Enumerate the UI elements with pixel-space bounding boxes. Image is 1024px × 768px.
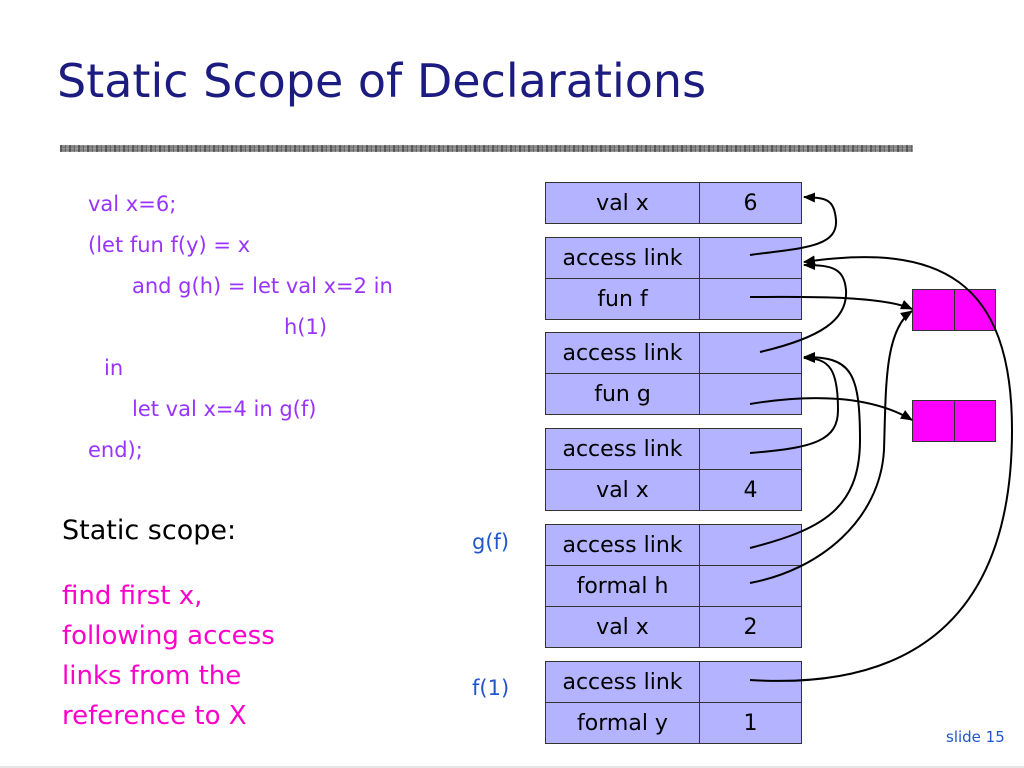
frame-cell-value: 2 bbox=[700, 607, 801, 647]
frame-row: val x 6 bbox=[546, 183, 801, 223]
frame-row: access link bbox=[546, 333, 801, 373]
frame-cell-value bbox=[700, 333, 801, 373]
code-line: let val x=4 in g(f) bbox=[132, 397, 317, 421]
frame-row: access link bbox=[546, 525, 801, 565]
frame-row: access link bbox=[546, 238, 801, 278]
frame-cell-value bbox=[700, 279, 801, 319]
frame-fun-f: access link fun f bbox=[545, 237, 802, 320]
frame-cell-name: val x bbox=[546, 607, 700, 647]
frame-cell-name: access link bbox=[546, 429, 700, 469]
frame-cell-value: 4 bbox=[700, 470, 801, 510]
frame-f-call: access link formal y 1 bbox=[545, 661, 802, 744]
frame-row: access link bbox=[546, 662, 801, 702]
frame-label-g-call: g(f) bbox=[472, 530, 510, 554]
code-line: end); bbox=[88, 438, 143, 462]
frame-cell-name: fun f bbox=[546, 279, 700, 319]
access-link-arrow bbox=[749, 353, 840, 454]
frame-cell-name: val x bbox=[546, 470, 700, 510]
note-line: reference to X bbox=[62, 701, 247, 731]
code-line: and g(h) = let val x=2 in bbox=[132, 274, 393, 298]
frame-cell-name: val x bbox=[546, 183, 700, 223]
title-divider bbox=[60, 145, 913, 152]
note-line: following access bbox=[62, 621, 275, 651]
frame-cell-name: formal y bbox=[546, 703, 700, 743]
code-line: val x=6; bbox=[88, 192, 177, 216]
frame-row: fun f bbox=[546, 278, 801, 319]
access-link-arrow bbox=[749, 192, 838, 256]
frame-row: access link bbox=[546, 429, 801, 469]
frame-let-x: access link val x 4 bbox=[545, 428, 802, 511]
frame-row: formal y 1 bbox=[546, 702, 801, 743]
bottom-divider bbox=[0, 766, 1024, 768]
frame-cell-name: formal h bbox=[546, 566, 700, 606]
closure-env-pointer bbox=[953, 401, 995, 441]
pointer-arrow bbox=[749, 310, 913, 584]
frame-row: formal h bbox=[546, 565, 801, 606]
frame-fun-g: access link fun g bbox=[545, 332, 802, 415]
frame-cell-value: 6 bbox=[700, 183, 801, 223]
access-link-arrow bbox=[749, 352, 862, 549]
note-line: links from the bbox=[62, 661, 242, 691]
closure-code-pointer bbox=[913, 290, 954, 330]
frame-cell-value bbox=[700, 374, 801, 414]
frame-label-f-call: f(1) bbox=[472, 676, 510, 700]
static-scope-heading: Static scope: bbox=[62, 515, 237, 546]
frame-cell-value bbox=[700, 525, 801, 565]
frame-cell-name: access link bbox=[546, 662, 700, 702]
frame-global-x: val x 6 bbox=[545, 182, 802, 224]
frame-row: fun g bbox=[546, 373, 801, 414]
frame-row: val x 2 bbox=[546, 606, 801, 647]
code-line: h(1) bbox=[284, 315, 328, 339]
pointer-arrow bbox=[749, 295, 913, 310]
static-scope-note: find first x, following access links fro… bbox=[62, 576, 362, 736]
pointer-arrow bbox=[749, 397, 913, 421]
frame-row: val x 4 bbox=[546, 469, 801, 510]
access-link-arrow bbox=[759, 260, 848, 353]
closure-f bbox=[912, 289, 996, 331]
frame-g-call: access link formal h val x 2 bbox=[545, 524, 802, 648]
frame-cell-name: access link bbox=[546, 238, 700, 278]
frame-cell-value bbox=[700, 238, 801, 278]
note-line: find first x, bbox=[62, 581, 203, 611]
frame-cell-name: access link bbox=[546, 525, 700, 565]
frame-cell-name: fun g bbox=[546, 374, 700, 414]
frame-cell-value: 1 bbox=[700, 703, 801, 743]
slide-number: slide 15 bbox=[946, 728, 1005, 746]
slide-title: Static Scope of Declarations bbox=[57, 54, 707, 108]
frame-cell-name: access link bbox=[546, 333, 700, 373]
closure-g bbox=[912, 400, 996, 442]
code-line: (let fun f(y) = x bbox=[88, 233, 251, 257]
closure-code-pointer bbox=[913, 401, 954, 441]
frame-cell-value bbox=[700, 662, 801, 702]
code-line: in bbox=[104, 356, 124, 380]
access-link-arrow bbox=[749, 255, 1014, 682]
